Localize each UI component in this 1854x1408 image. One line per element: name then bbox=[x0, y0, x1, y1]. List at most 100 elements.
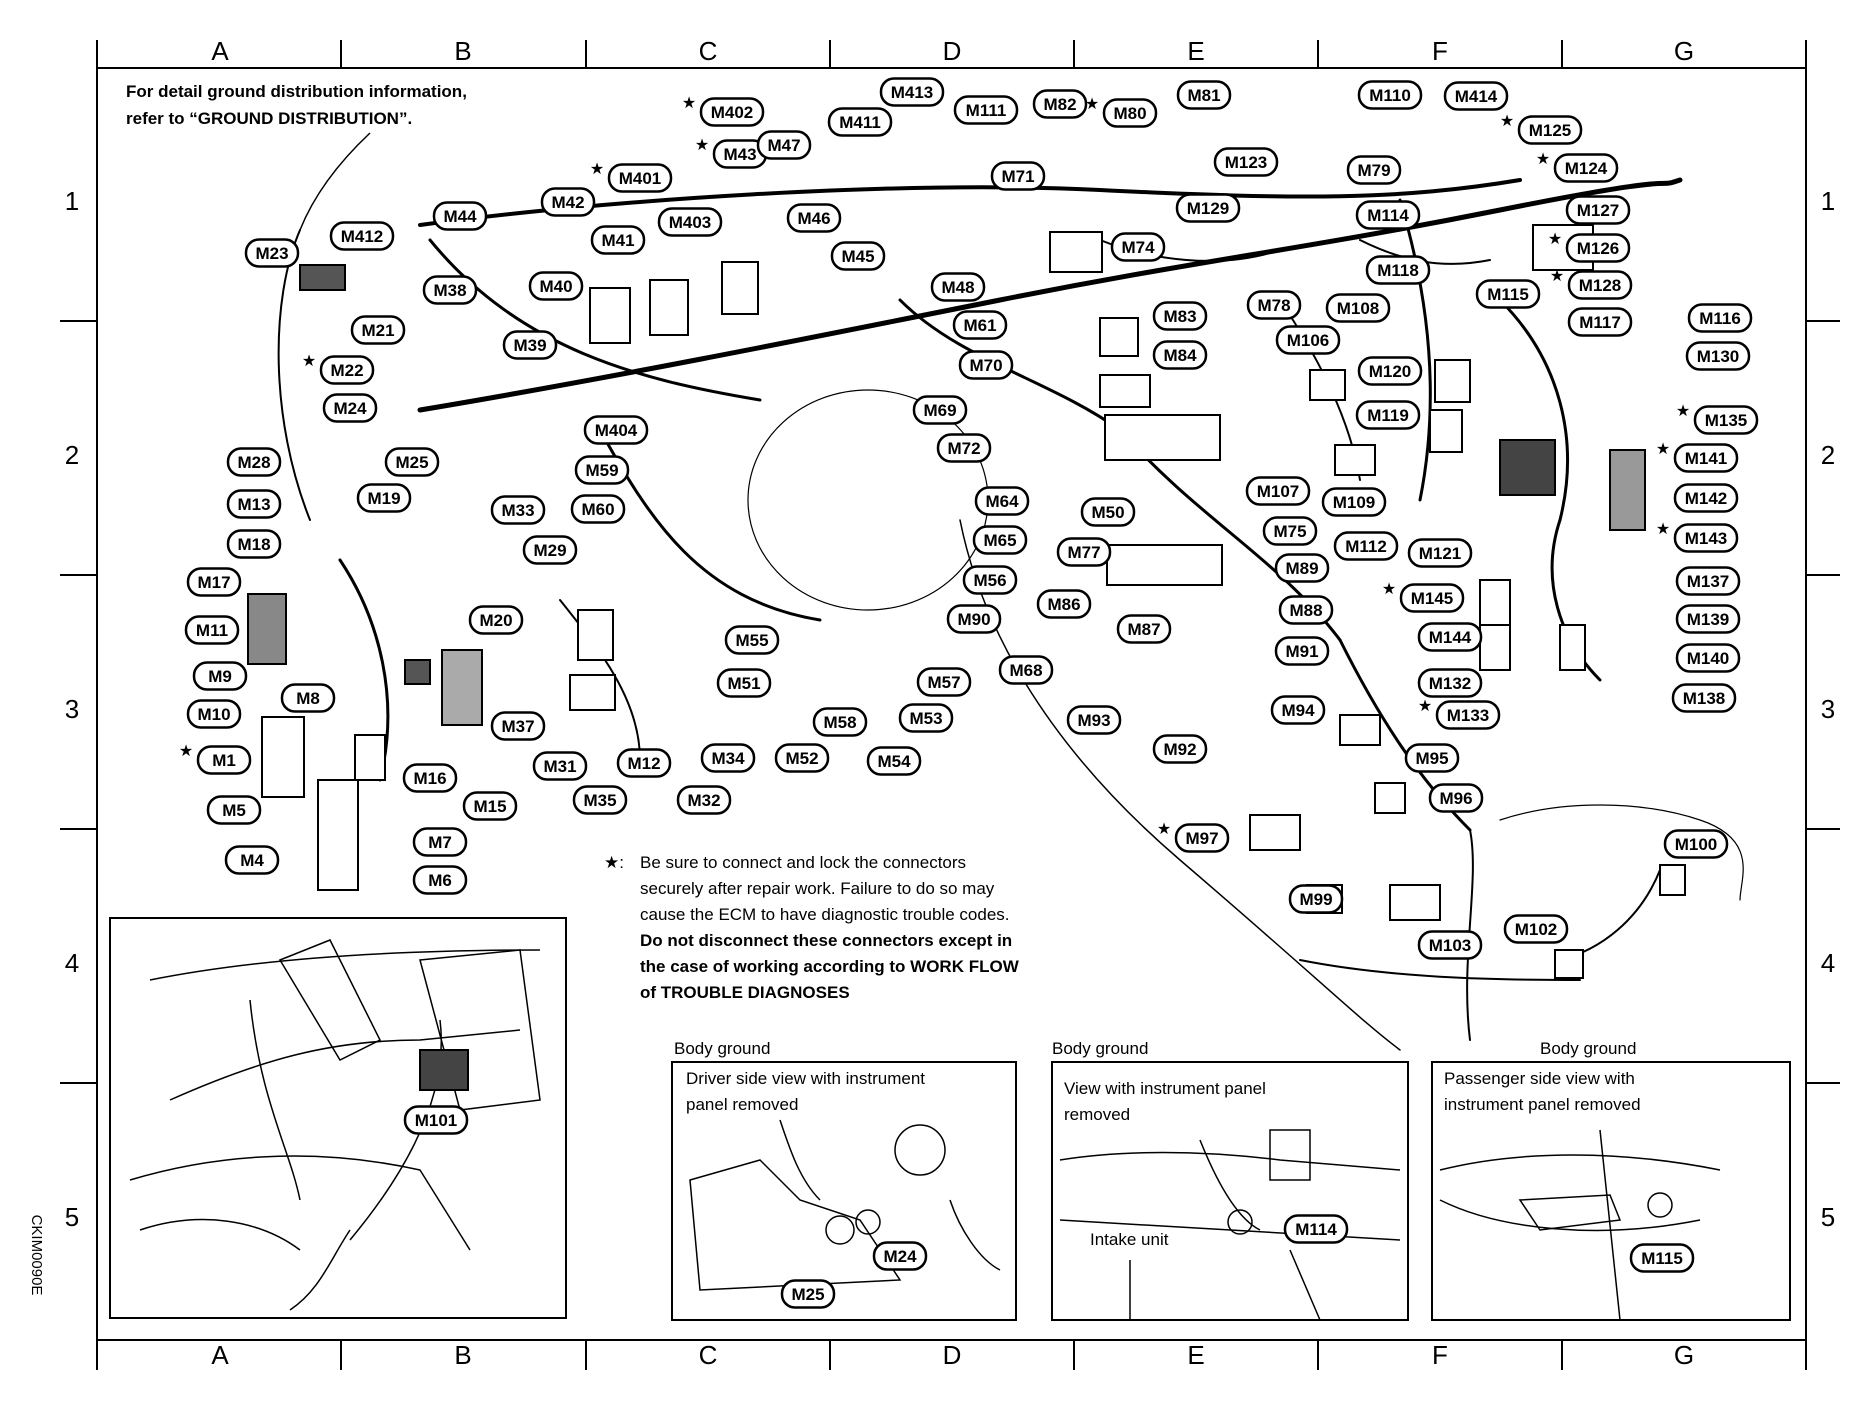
connector-label: M23 bbox=[255, 244, 288, 263]
connector-label-frame bbox=[616, 748, 672, 778]
connector-m99: M99 bbox=[1288, 884, 1344, 914]
connector-label-frame bbox=[1278, 595, 1334, 625]
row-labels: 1 2 3 4 5 1 2 3 4 5 bbox=[65, 186, 1835, 1232]
connector-m110: M110 bbox=[1357, 80, 1423, 110]
connector-label: M112 bbox=[1345, 537, 1387, 556]
star-marker-icon: ★ bbox=[1500, 113, 1514, 130]
connector-m24: M24 bbox=[322, 393, 378, 423]
row-label-left-1: 1 bbox=[65, 186, 79, 216]
connector-label-frame bbox=[990, 161, 1046, 191]
connector-label-frame bbox=[1270, 695, 1326, 725]
connector-m100: M100 bbox=[1663, 829, 1729, 859]
connector-label: M19 bbox=[367, 489, 400, 508]
connector-label: M25 bbox=[395, 453, 428, 472]
connector-label: M57 bbox=[927, 673, 960, 692]
connector-label-frame bbox=[186, 567, 242, 597]
connector-label-frame bbox=[1663, 829, 1729, 859]
connector-m402: M402★ bbox=[682, 95, 765, 127]
connector-m118: M118 bbox=[1365, 255, 1431, 285]
connector-label-frame bbox=[490, 711, 546, 741]
connector-label: M107 bbox=[1257, 482, 1300, 501]
connector-label-frame bbox=[1176, 80, 1232, 110]
connector-label: M139 bbox=[1687, 610, 1730, 629]
connector-label: M401 bbox=[619, 169, 662, 188]
connector-label: M16 bbox=[413, 769, 446, 788]
connector-label: M111 bbox=[966, 101, 1007, 120]
connector-label-frame bbox=[1517, 115, 1583, 145]
center-inset-caption-2: removed bbox=[1064, 1105, 1130, 1124]
connector-m137: M137 bbox=[1675, 566, 1741, 596]
connector-m34: M34 bbox=[700, 743, 756, 773]
connector-label: M138 bbox=[1683, 689, 1726, 708]
connector-label-frame bbox=[780, 1279, 836, 1309]
connector-label: M108 bbox=[1337, 299, 1380, 318]
star-marker-icon: ★ bbox=[682, 95, 696, 112]
connector-m19: M19 bbox=[356, 483, 412, 513]
connector-label-frame bbox=[946, 604, 1002, 634]
connector-label: M69 bbox=[923, 401, 956, 420]
connector-label-frame bbox=[403, 1105, 469, 1135]
connector-label: M12 bbox=[627, 754, 660, 773]
col-label-bottom-g: G bbox=[1674, 1340, 1694, 1370]
inset-connector-m24: M24 bbox=[872, 1241, 928, 1271]
star-marker-icon: ★ bbox=[590, 161, 604, 178]
connector-m45: M45 bbox=[830, 241, 886, 271]
star-note: ★: Be sure to connect and lock the conne… bbox=[604, 853, 1020, 1002]
connector-label: M34 bbox=[711, 749, 745, 768]
connector-label: M96 bbox=[1439, 789, 1472, 808]
connector-m17: M17 bbox=[186, 567, 242, 597]
connector-label-frame bbox=[412, 865, 468, 895]
connector-m94: M94 bbox=[1270, 695, 1326, 725]
col-label-bottom-a: A bbox=[211, 1340, 229, 1370]
col-label-top-f: F bbox=[1432, 36, 1448, 66]
connector-label-frame bbox=[1175, 193, 1241, 223]
connector-label-frame bbox=[412, 827, 468, 857]
ground-note-line-1: For detail ground distribution informati… bbox=[126, 82, 467, 101]
connector-m112: M112 bbox=[1333, 531, 1399, 561]
star-marker-icon: ★ bbox=[1382, 581, 1396, 598]
connector-m125: M125★ bbox=[1500, 113, 1583, 145]
connector-label-frame bbox=[1357, 80, 1423, 110]
connector-label-frame bbox=[1671, 683, 1737, 713]
connector-label-frame bbox=[422, 275, 478, 305]
col-label-top-e: E bbox=[1187, 36, 1204, 66]
star-note-symbol: ★: bbox=[604, 853, 624, 872]
connector-label-frame bbox=[1503, 914, 1569, 944]
connector-m140: M140 bbox=[1675, 643, 1741, 673]
connector-label-frame bbox=[1152, 340, 1208, 370]
connector-label: M127 bbox=[1577, 201, 1620, 220]
connector-m48: M48 bbox=[930, 272, 986, 302]
connector-label: M87 bbox=[1127, 620, 1160, 639]
connector-label: M37 bbox=[501, 717, 534, 736]
star-marker-icon: ★ bbox=[1085, 96, 1099, 113]
star-marker-icon: ★ bbox=[1676, 403, 1690, 420]
connector-label-frame bbox=[912, 395, 968, 425]
center-inset-heading: Body ground bbox=[1052, 1039, 1148, 1058]
connector-m119: M119 bbox=[1355, 400, 1421, 430]
connector-label-frame bbox=[356, 483, 412, 513]
connector-label: M75 bbox=[1273, 522, 1306, 541]
star-marker-icon: ★ bbox=[1536, 151, 1550, 168]
connector-label: M64 bbox=[985, 492, 1019, 511]
connector-label-frame bbox=[724, 625, 780, 655]
connector-m107: M107 bbox=[1245, 476, 1311, 506]
connector-label-frame bbox=[1333, 531, 1399, 561]
connector-label: M115 bbox=[1641, 1249, 1683, 1268]
connector-m74: M74 bbox=[1110, 232, 1166, 262]
connector-label: M121 bbox=[1419, 544, 1462, 563]
connector-m135: M135 ★ bbox=[1676, 403, 1759, 435]
connector-label: M115 bbox=[1487, 285, 1529, 304]
connector-label: M135 bbox=[1705, 411, 1748, 430]
connector-m87: M87 bbox=[1116, 614, 1172, 644]
connector-m92: M92 bbox=[1152, 734, 1208, 764]
connector-label: M61 bbox=[963, 316, 996, 335]
connector-m29: M29 bbox=[522, 535, 578, 565]
connector-label-frame bbox=[1274, 553, 1330, 583]
row-label-left-3: 3 bbox=[65, 694, 79, 724]
connector-m133: M133★ bbox=[1418, 698, 1501, 730]
connector-m50: M50 bbox=[1080, 497, 1136, 527]
connector-label-frame bbox=[830, 241, 886, 271]
connector-label: M124 bbox=[1565, 159, 1608, 178]
col-label-top-a: A bbox=[211, 36, 229, 66]
